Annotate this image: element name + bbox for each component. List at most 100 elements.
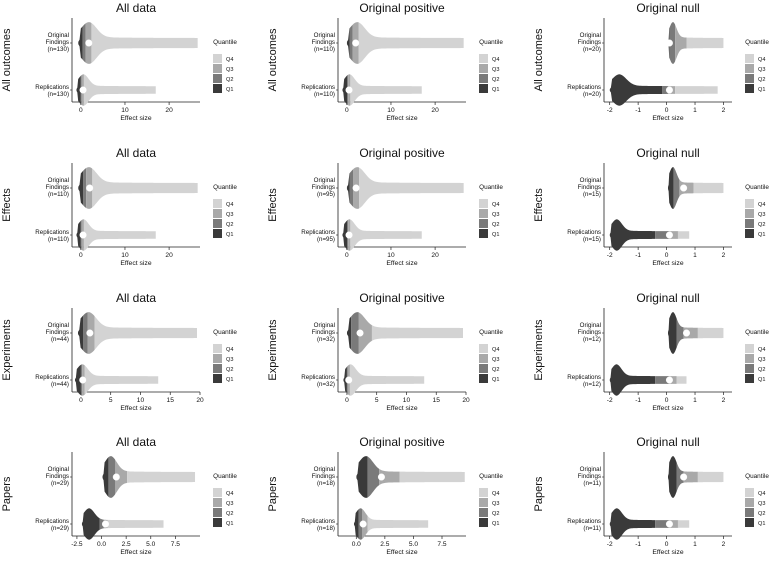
quantile-band-q2 [676, 456, 684, 498]
legend-label: Q3 [492, 501, 499, 507]
panel-title: Original null [636, 146, 699, 160]
legend-swatch-q2 [745, 74, 754, 83]
legend-title: Quantile [213, 39, 237, 46]
mean-point [86, 184, 94, 192]
quantile-band-q4 [92, 167, 198, 209]
x-tick-label: 0 [665, 397, 669, 404]
legend-label: Q1 [492, 232, 499, 238]
mean-point [665, 39, 673, 47]
legend-swatch-q2 [479, 508, 488, 517]
violin-original [668, 167, 724, 209]
group-n-label: (n=130) [48, 46, 70, 53]
x-tick-label: -2 [607, 397, 613, 404]
legend-label: Q4 [226, 491, 233, 497]
group-label: Replications [567, 229, 601, 236]
group-n-label: (n=12) [583, 381, 601, 388]
group-label-findings: Findings [46, 329, 69, 336]
legend-swatch-q4 [213, 199, 222, 208]
group-label-original: Original [580, 466, 601, 473]
quantile-band-q4 [686, 22, 724, 64]
group-label: Replications [301, 84, 335, 91]
panel-title: Original null [636, 435, 699, 449]
legend-title: Quantile [213, 329, 237, 336]
legend-swatch-q3 [745, 498, 754, 507]
quantile-band-q1 [343, 364, 347, 396]
x-tick-label: 1 [693, 397, 697, 404]
group-n-label: (n=44) [51, 381, 69, 388]
legend-label: Q1 [758, 521, 765, 527]
mean-point [345, 86, 353, 94]
legend-label: Q3 [226, 501, 233, 507]
quantile-band-q1 [354, 508, 359, 540]
legend-label: Q1 [226, 521, 233, 527]
quantile-band-q2 [367, 456, 380, 498]
quantile-band-q2 [99, 508, 104, 540]
x-axis-title: Effect size [652, 260, 683, 267]
violin-original [668, 456, 724, 498]
x-tick-label: 0 [79, 397, 83, 404]
legend-label: Q1 [758, 232, 765, 238]
legend-label: Q2 [758, 222, 765, 228]
quantile-band-q1 [76, 219, 81, 251]
x-tick-label: -1 [635, 252, 641, 259]
x-tick-label: -2.5 [71, 541, 83, 548]
x-axis-title: Effect size [120, 115, 151, 122]
quantile-band-q1 [74, 364, 81, 396]
panel-title: Original positive [359, 146, 445, 160]
x-tick-label: -1 [635, 541, 641, 548]
x-tick-label: 0 [345, 397, 349, 404]
x-tick-label: 0 [665, 252, 669, 259]
legend-swatch-q3 [479, 498, 488, 507]
quantile-band-q4 [371, 312, 464, 354]
quantile-band-q1 [342, 219, 348, 251]
legend-label: Q2 [492, 367, 499, 373]
quantile-band-q2 [108, 456, 116, 498]
legend-swatch-q3 [745, 354, 754, 363]
quantile-band-q3 [669, 508, 678, 540]
legend-swatch-q4 [213, 54, 222, 63]
mean-point [79, 376, 87, 384]
legend-label: Q2 [758, 77, 765, 83]
mean-point [101, 520, 109, 528]
row-label: All outcomes [267, 28, 279, 91]
legend-swatch-q4 [479, 488, 488, 497]
legend-label: Q2 [226, 77, 233, 83]
legend-label: Q1 [492, 87, 499, 93]
x-axis-title: Effect size [386, 549, 417, 556]
mean-point [352, 184, 360, 192]
legend-title: Quantile [479, 184, 503, 191]
x-tick-label: 2 [722, 107, 726, 114]
x-tick-label: 0 [79, 107, 83, 114]
quantile-band-q1 [77, 312, 84, 354]
group-label: Replications [35, 229, 69, 236]
legend-swatch-q1 [745, 229, 754, 238]
x-tick-label: 5.0 [146, 541, 155, 548]
row-label: Papers [267, 476, 279, 511]
mean-point [79, 86, 87, 94]
legend-label: Q3 [758, 501, 765, 507]
quantile-band-q3 [675, 22, 687, 64]
legend-swatch-q3 [213, 209, 222, 218]
x-tick-label: 2 [722, 541, 726, 548]
mean-point [665, 86, 673, 94]
panel-title: Original null [636, 291, 699, 305]
legend-label: Q1 [226, 377, 233, 383]
mean-point [665, 231, 673, 239]
quantile-band-q1 [668, 456, 677, 498]
x-tick-label: 5 [375, 397, 379, 404]
x-tick-label: 1 [693, 252, 697, 259]
x-tick-label: 5.0 [409, 541, 418, 548]
group-n-label: (n=32) [317, 381, 335, 388]
row-label: Papers [533, 476, 545, 511]
legend-swatch-q3 [213, 64, 222, 73]
legend-label: Q2 [226, 222, 233, 228]
quantile-band-q1 [78, 167, 84, 209]
x-tick-label: 0.0 [97, 541, 106, 548]
x-tick-label: 1 [693, 541, 697, 548]
